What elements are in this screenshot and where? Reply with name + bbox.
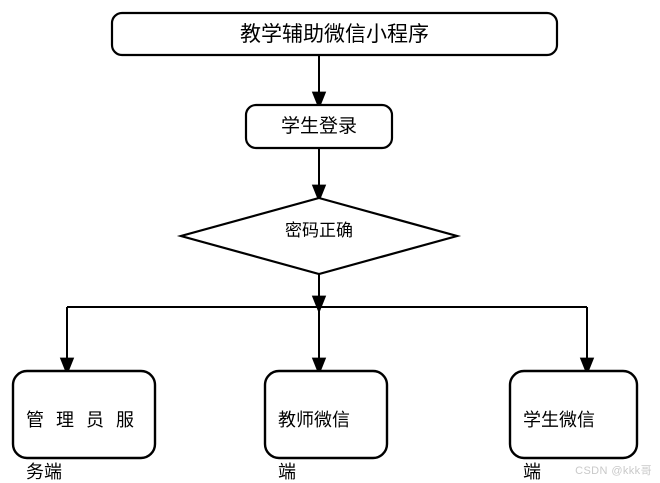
node-root[interactable] [110, 11, 559, 57]
node-decision[interactable] [176, 196, 462, 276]
node-admin[interactable] [11, 369, 157, 460]
node-teacher[interactable] [263, 369, 389, 460]
node-login[interactable] [244, 103, 394, 150]
node-student[interactable] [508, 369, 639, 460]
